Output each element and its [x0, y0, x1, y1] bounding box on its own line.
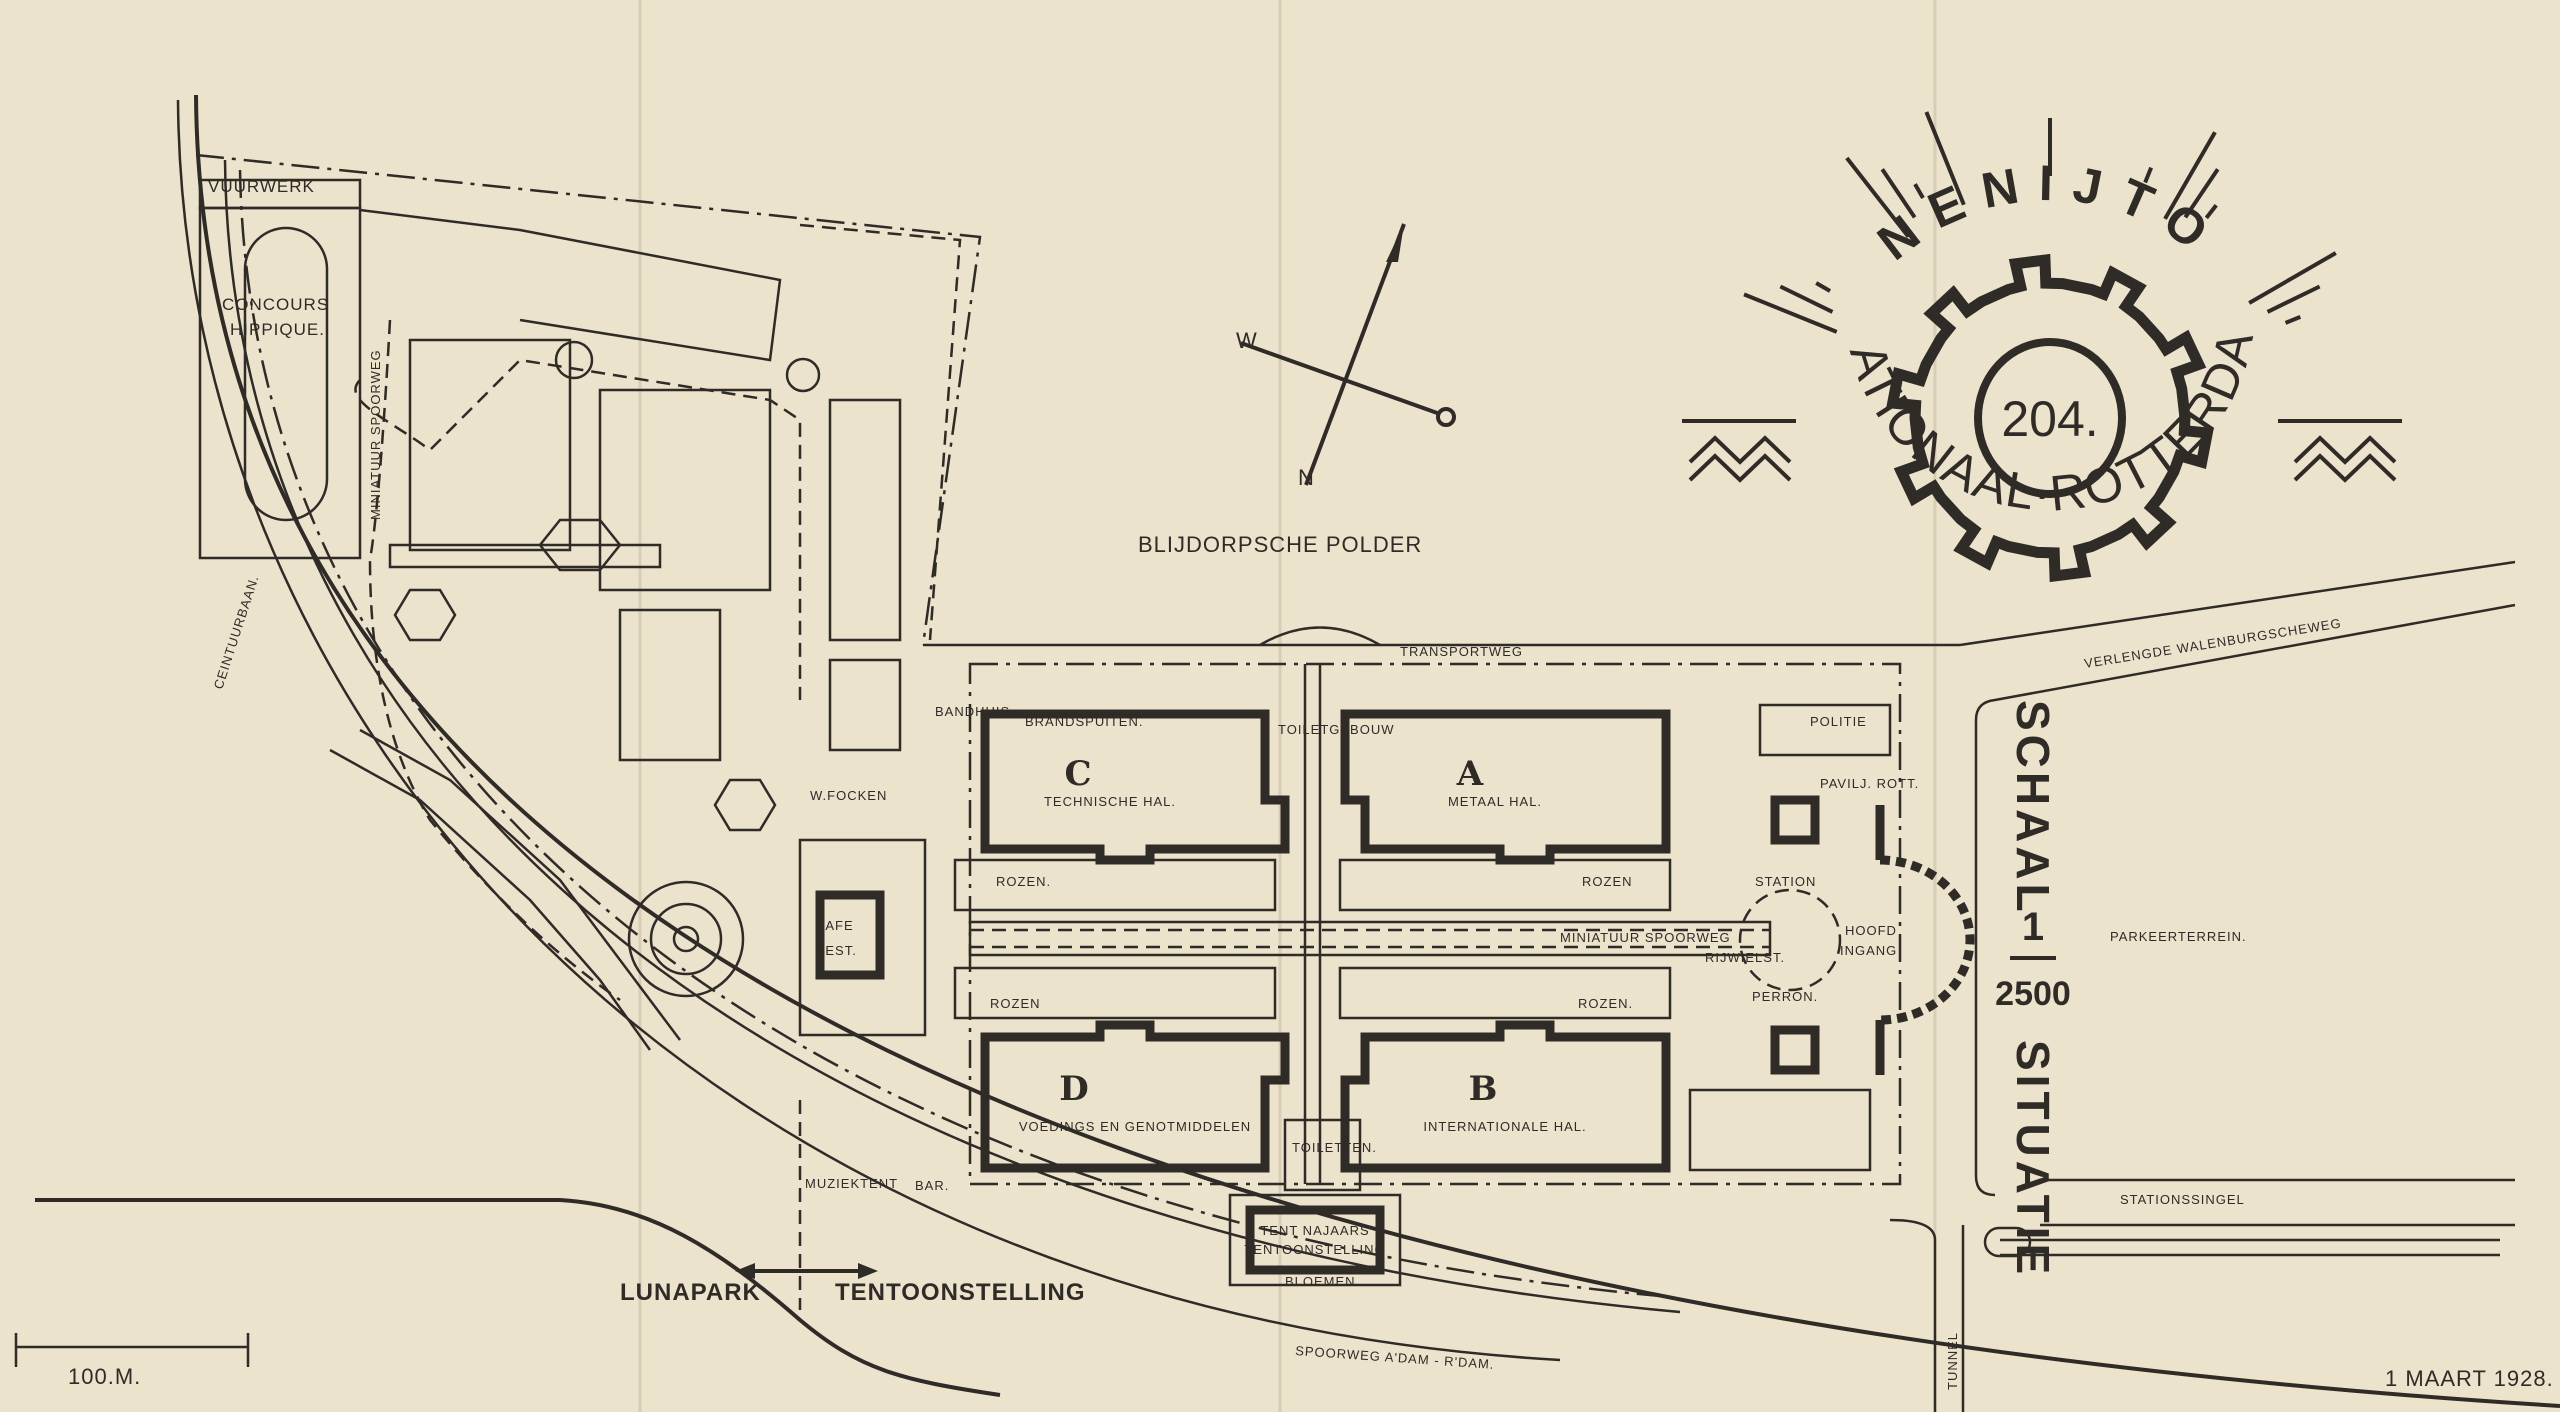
entrance-area	[1688, 703, 1975, 1172]
hippique-label: HIPPIQUE.	[230, 320, 325, 339]
paviljoen-label: PAVILJ. ROTT.	[1820, 776, 1919, 791]
emblem-number: 204.	[2001, 391, 2098, 447]
scale-title: SCHAAL 1 2500 SITUATIE	[1995, 700, 2071, 1278]
bandhuis-label: BANDHUIS	[935, 704, 1010, 719]
scale-ratio-numerator: 1	[2022, 905, 2044, 949]
emblem-ray	[2204, 204, 2218, 220]
parkeerterrein-label: PARKEERTERREIN.	[2110, 929, 2247, 944]
hall-b-letter: B	[1469, 1069, 1498, 1109]
emblem-ray	[2183, 168, 2220, 219]
rozen-label: ROZEN.	[1578, 996, 1633, 1011]
scale-bar-label: 100.M.	[68, 1364, 141, 1389]
perron-label: PERRON.	[1752, 989, 1818, 1004]
hall-b-name: INTERNATIONALE HAL.	[1423, 1119, 1586, 1134]
tentoonstelling-label: TENTOONSTELLING	[835, 1279, 1086, 1306]
hall-a-letter: A	[1456, 754, 1484, 794]
emblem-ray	[1743, 292, 1838, 334]
miniatuur-spoorweg-label: MINIATUUR SPOORWEG	[1560, 930, 1731, 945]
tent-label-1: TENT NAJAARS	[1260, 1223, 1369, 1238]
emblem-rays	[1743, 111, 2337, 334]
zigzag-ornament-left	[1682, 419, 1796, 483]
spoorweg-label: SPOORWEG A'DAM - R'DAM.	[1295, 1343, 1495, 1372]
compass-rose: W N	[1236, 223, 1456, 490]
rozen-label: ROZEN	[990, 996, 1041, 1011]
emblem-ray	[2163, 131, 2217, 220]
roads	[1889, 560, 2516, 1412]
miniatuur-spoorweg-left-label: MINIATUUR SPOORWEG	[368, 349, 383, 520]
emblem-ray	[2284, 315, 2302, 325]
paper-folds	[638, 0, 1937, 1412]
hall-a-name: METAAL HAL.	[1448, 794, 1542, 809]
ceintuurbaan-label: CEINTUURBAAN.	[211, 573, 262, 691]
transportweg-label: TRANSPORTWEG	[1400, 644, 1523, 659]
muziektent-label: MUZIEKTENT	[805, 1176, 898, 1191]
emblem-ray	[2266, 284, 2321, 314]
lunapark-label: LUNAPARK	[620, 1279, 761, 1306]
emblem-ray	[1779, 284, 1834, 314]
hoofdingang-label-2: INGANG	[1840, 943, 1897, 958]
vuurwerk-label: VUURWERK	[208, 177, 315, 196]
stationssingel-label: STATIONSSINGEL	[2120, 1192, 2245, 1207]
scale-title-bottom: SITUATIE	[2007, 1040, 2059, 1278]
emblem-ray	[1845, 156, 1910, 238]
tent-label-2: TENTOONSTELLING	[1244, 1242, 1385, 1257]
hall-d-letter: D	[1059, 1069, 1088, 1109]
emblem-ray	[1924, 111, 1966, 206]
toiletten-label: TOILETTEN.	[1292, 1140, 1377, 1155]
zigzag-ornament-right	[2278, 419, 2402, 483]
hall-c-letter: C	[1064, 754, 1091, 794]
emblem-ray	[1913, 183, 1925, 200]
emblem-bottom-text: INTERNATIONAAL·ROTTERDAM·1928	[0, 0, 2262, 522]
emblem-ray	[1815, 281, 1832, 293]
w-focken-label: W.FOCKEN	[810, 788, 887, 803]
bar-label: BAR.	[915, 1178, 949, 1193]
railway-lines	[35, 94, 2560, 1408]
hall-c	[980, 709, 1290, 865]
exhibition-grounds	[923, 626, 1975, 1287]
station-label: STATION	[1755, 874, 1816, 889]
labels: VUURWERK CONCOURS HIPPIQUE. MINIATUUR SP…	[208, 177, 2554, 1391]
date-label: 1 MAART 1928.	[2385, 1366, 2554, 1391]
park-area	[195, 153, 982, 1051]
scale-ratio-denominator: 2500	[1995, 975, 2071, 1013]
gear-icon	[1886, 253, 2214, 583]
emblem-top-text: NENIJTO	[1867, 155, 2214, 271]
scale-bar: 100.M.	[14, 1333, 250, 1389]
rijwielstalling-label: RIJWIELST.	[1705, 950, 1785, 965]
tunnel-label: TUNNEL	[1945, 1332, 1960, 1390]
compass-west-label: W	[1236, 328, 1258, 353]
hall-b	[1340, 1020, 1671, 1173]
hall-d-name: VOEDINGS EN GENOTMIDDELEN	[1019, 1119, 1251, 1134]
svg-text:NENIJTO: NENIJTO	[1867, 155, 2232, 271]
polder-label: BLIJDORPSCHE POLDER	[1138, 532, 1422, 557]
emblem-ray	[2248, 251, 2337, 305]
svg-text:INTERNATIONAAL·ROTTERDAM·1928: INTERNATIONAAL·ROTTERDAM·1928	[0, 0, 2264, 522]
rest-label: REST.	[815, 943, 857, 958]
concours-label: CONCOURS	[222, 295, 329, 314]
hall-c-name: TECHNISCHE HAL.	[1044, 794, 1176, 809]
cafe-label: CAFE	[815, 918, 854, 933]
central-avenue	[953, 664, 1772, 1184]
toiletgebouw-label: TOILETGEBOUW	[1278, 722, 1395, 737]
rozen-label: ROZEN	[1582, 874, 1633, 889]
lunapark-divider: LUNAPARK TENTOONSTELLING	[620, 1100, 1086, 1310]
compass-north-label: N	[1298, 465, 1315, 490]
brandspuiten-label: BRANDSPUITEN.	[1025, 714, 1143, 729]
hoofdingang-label-1: HOOFD	[1845, 923, 1897, 938]
hall-d	[980, 1020, 1290, 1173]
politie-label: POLITIE	[1810, 714, 1867, 729]
scale-title-top: SCHAAL	[2007, 700, 2059, 916]
bloemen-label: BLOEMEN	[1285, 1274, 1356, 1289]
rozen-label: ROZEN.	[996, 874, 1051, 889]
emblem-ray	[1880, 168, 1917, 219]
emblem-ray	[2143, 166, 2153, 184]
